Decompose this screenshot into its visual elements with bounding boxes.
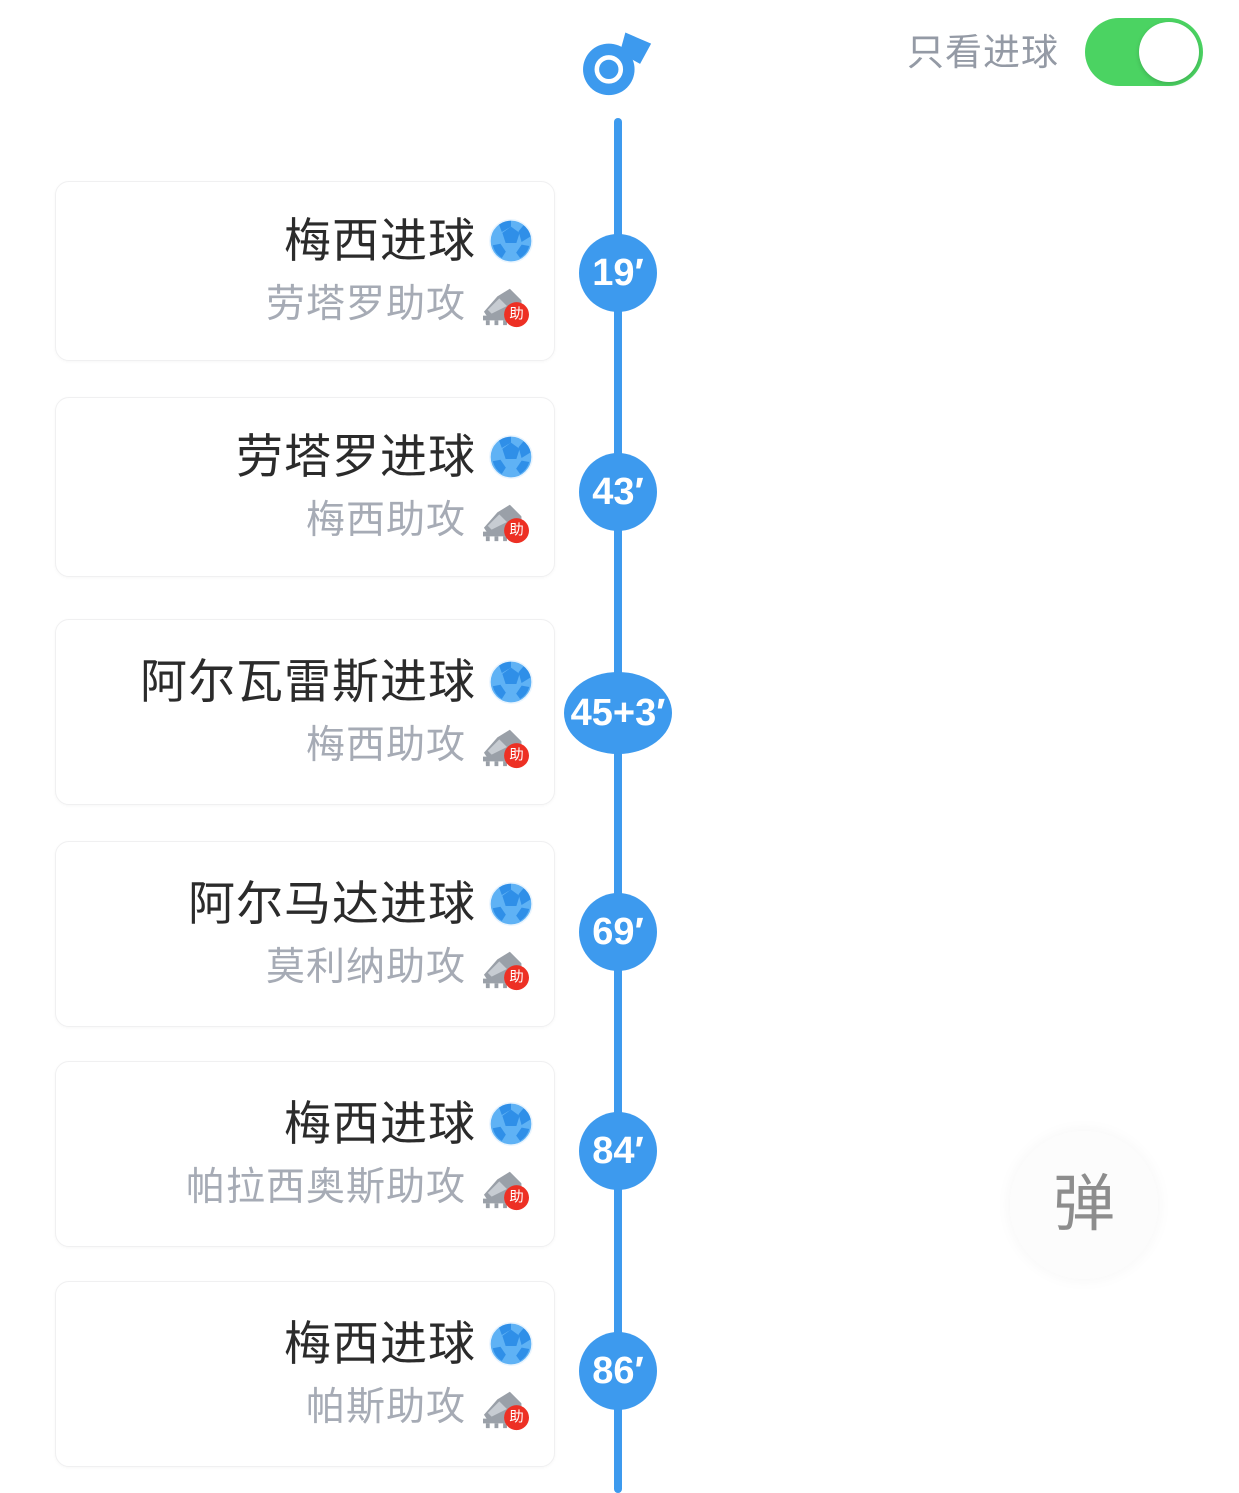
assist-row: 梅西助攻助 (80, 723, 534, 770)
scorer-name: 劳塔罗进球 (236, 429, 476, 483)
svg-text:助: 助 (509, 521, 523, 538)
scorer-row: 阿尔瓦雷斯进球 (80, 654, 534, 709)
assist-row: 帕拉西奥斯助攻助 (80, 1165, 534, 1212)
assist-row: 帕斯助攻助 (80, 1385, 534, 1432)
goals-only-label: 只看进球 (907, 31, 1059, 73)
danmaku-label: 弹 (1052, 1170, 1115, 1239)
soccer-ball-icon (488, 1321, 534, 1367)
event-card[interactable]: 劳塔罗进球梅西助攻助 (55, 397, 555, 577)
scorer-row: 劳塔罗进球 (80, 429, 534, 484)
svg-text:助: 助 (509, 1408, 523, 1425)
assist-row: 莫利纳助攻助 (80, 945, 534, 992)
toggle-knob (1139, 22, 1199, 82)
minute-badge: 45+3′ (564, 672, 672, 754)
assist-row: 梅西助攻助 (80, 498, 534, 545)
timeline-header: 只看进球 (0, 0, 1239, 120)
minute-badge: 43′ (579, 453, 657, 531)
boot-assist-icon: 助 (478, 724, 534, 770)
svg-text:助: 助 (509, 968, 523, 985)
event-card[interactable]: 阿尔瓦雷斯进球梅西助攻助 (55, 619, 555, 805)
minute-badge: 86′ (579, 1332, 657, 1410)
scorer-name: 梅西进球 (284, 213, 476, 267)
danmaku-toggle-button[interactable]: 弹 (1010, 1131, 1158, 1279)
assist-name: 莫利纳助攻 (265, 946, 466, 990)
boot-assist-icon: 助 (478, 946, 534, 992)
svg-text:助: 助 (509, 746, 523, 763)
boot-assist-icon: 助 (478, 1166, 534, 1212)
assist-name: 梅西助攻 (305, 724, 466, 768)
assist-name: 帕斯助攻 (305, 1386, 466, 1430)
soccer-ball-icon (488, 881, 534, 927)
goals-only-toggle[interactable] (1085, 18, 1203, 86)
scorer-row: 梅西进球 (80, 1096, 534, 1151)
scorer-row: 阿尔马达进球 (80, 876, 534, 931)
event-card[interactable]: 梅西进球劳塔罗助攻助 (55, 181, 555, 361)
whistle-icon (572, 16, 664, 108)
goals-only-filter[interactable]: 只看进球 (907, 18, 1203, 86)
scorer-name: 阿尔马达进球 (188, 876, 476, 930)
svg-text:助: 助 (509, 1188, 523, 1205)
boot-assist-icon: 助 (478, 499, 534, 545)
svg-text:助: 助 (509, 305, 523, 322)
timeline-rail (614, 118, 622, 1493)
soccer-ball-icon (488, 218, 534, 264)
soccer-ball-icon (488, 1101, 534, 1147)
scorer-row: 梅西进球 (80, 1316, 534, 1371)
minute-badge: 19′ (579, 234, 657, 312)
assist-name: 劳塔罗助攻 (265, 283, 466, 327)
boot-assist-icon: 助 (478, 283, 534, 329)
minute-badge: 84′ (579, 1112, 657, 1190)
scorer-name: 阿尔瓦雷斯进球 (140, 654, 476, 708)
scorer-name: 梅西进球 (284, 1096, 476, 1150)
soccer-ball-icon (488, 434, 534, 480)
event-card[interactable]: 阿尔马达进球莫利纳助攻助 (55, 841, 555, 1027)
minute-badge: 69′ (579, 893, 657, 971)
event-card[interactable]: 梅西进球帕斯助攻助 (55, 1281, 555, 1467)
assist-row: 劳塔罗助攻助 (80, 282, 534, 329)
boot-assist-icon: 助 (478, 1386, 534, 1432)
scorer-row: 梅西进球 (80, 213, 534, 268)
event-card[interactable]: 梅西进球帕拉西奥斯助攻助 (55, 1061, 555, 1247)
scorer-name: 梅西进球 (284, 1316, 476, 1370)
soccer-ball-icon (488, 659, 534, 705)
assist-name: 梅西助攻 (305, 499, 466, 543)
assist-name: 帕拉西奥斯助攻 (185, 1166, 466, 1210)
